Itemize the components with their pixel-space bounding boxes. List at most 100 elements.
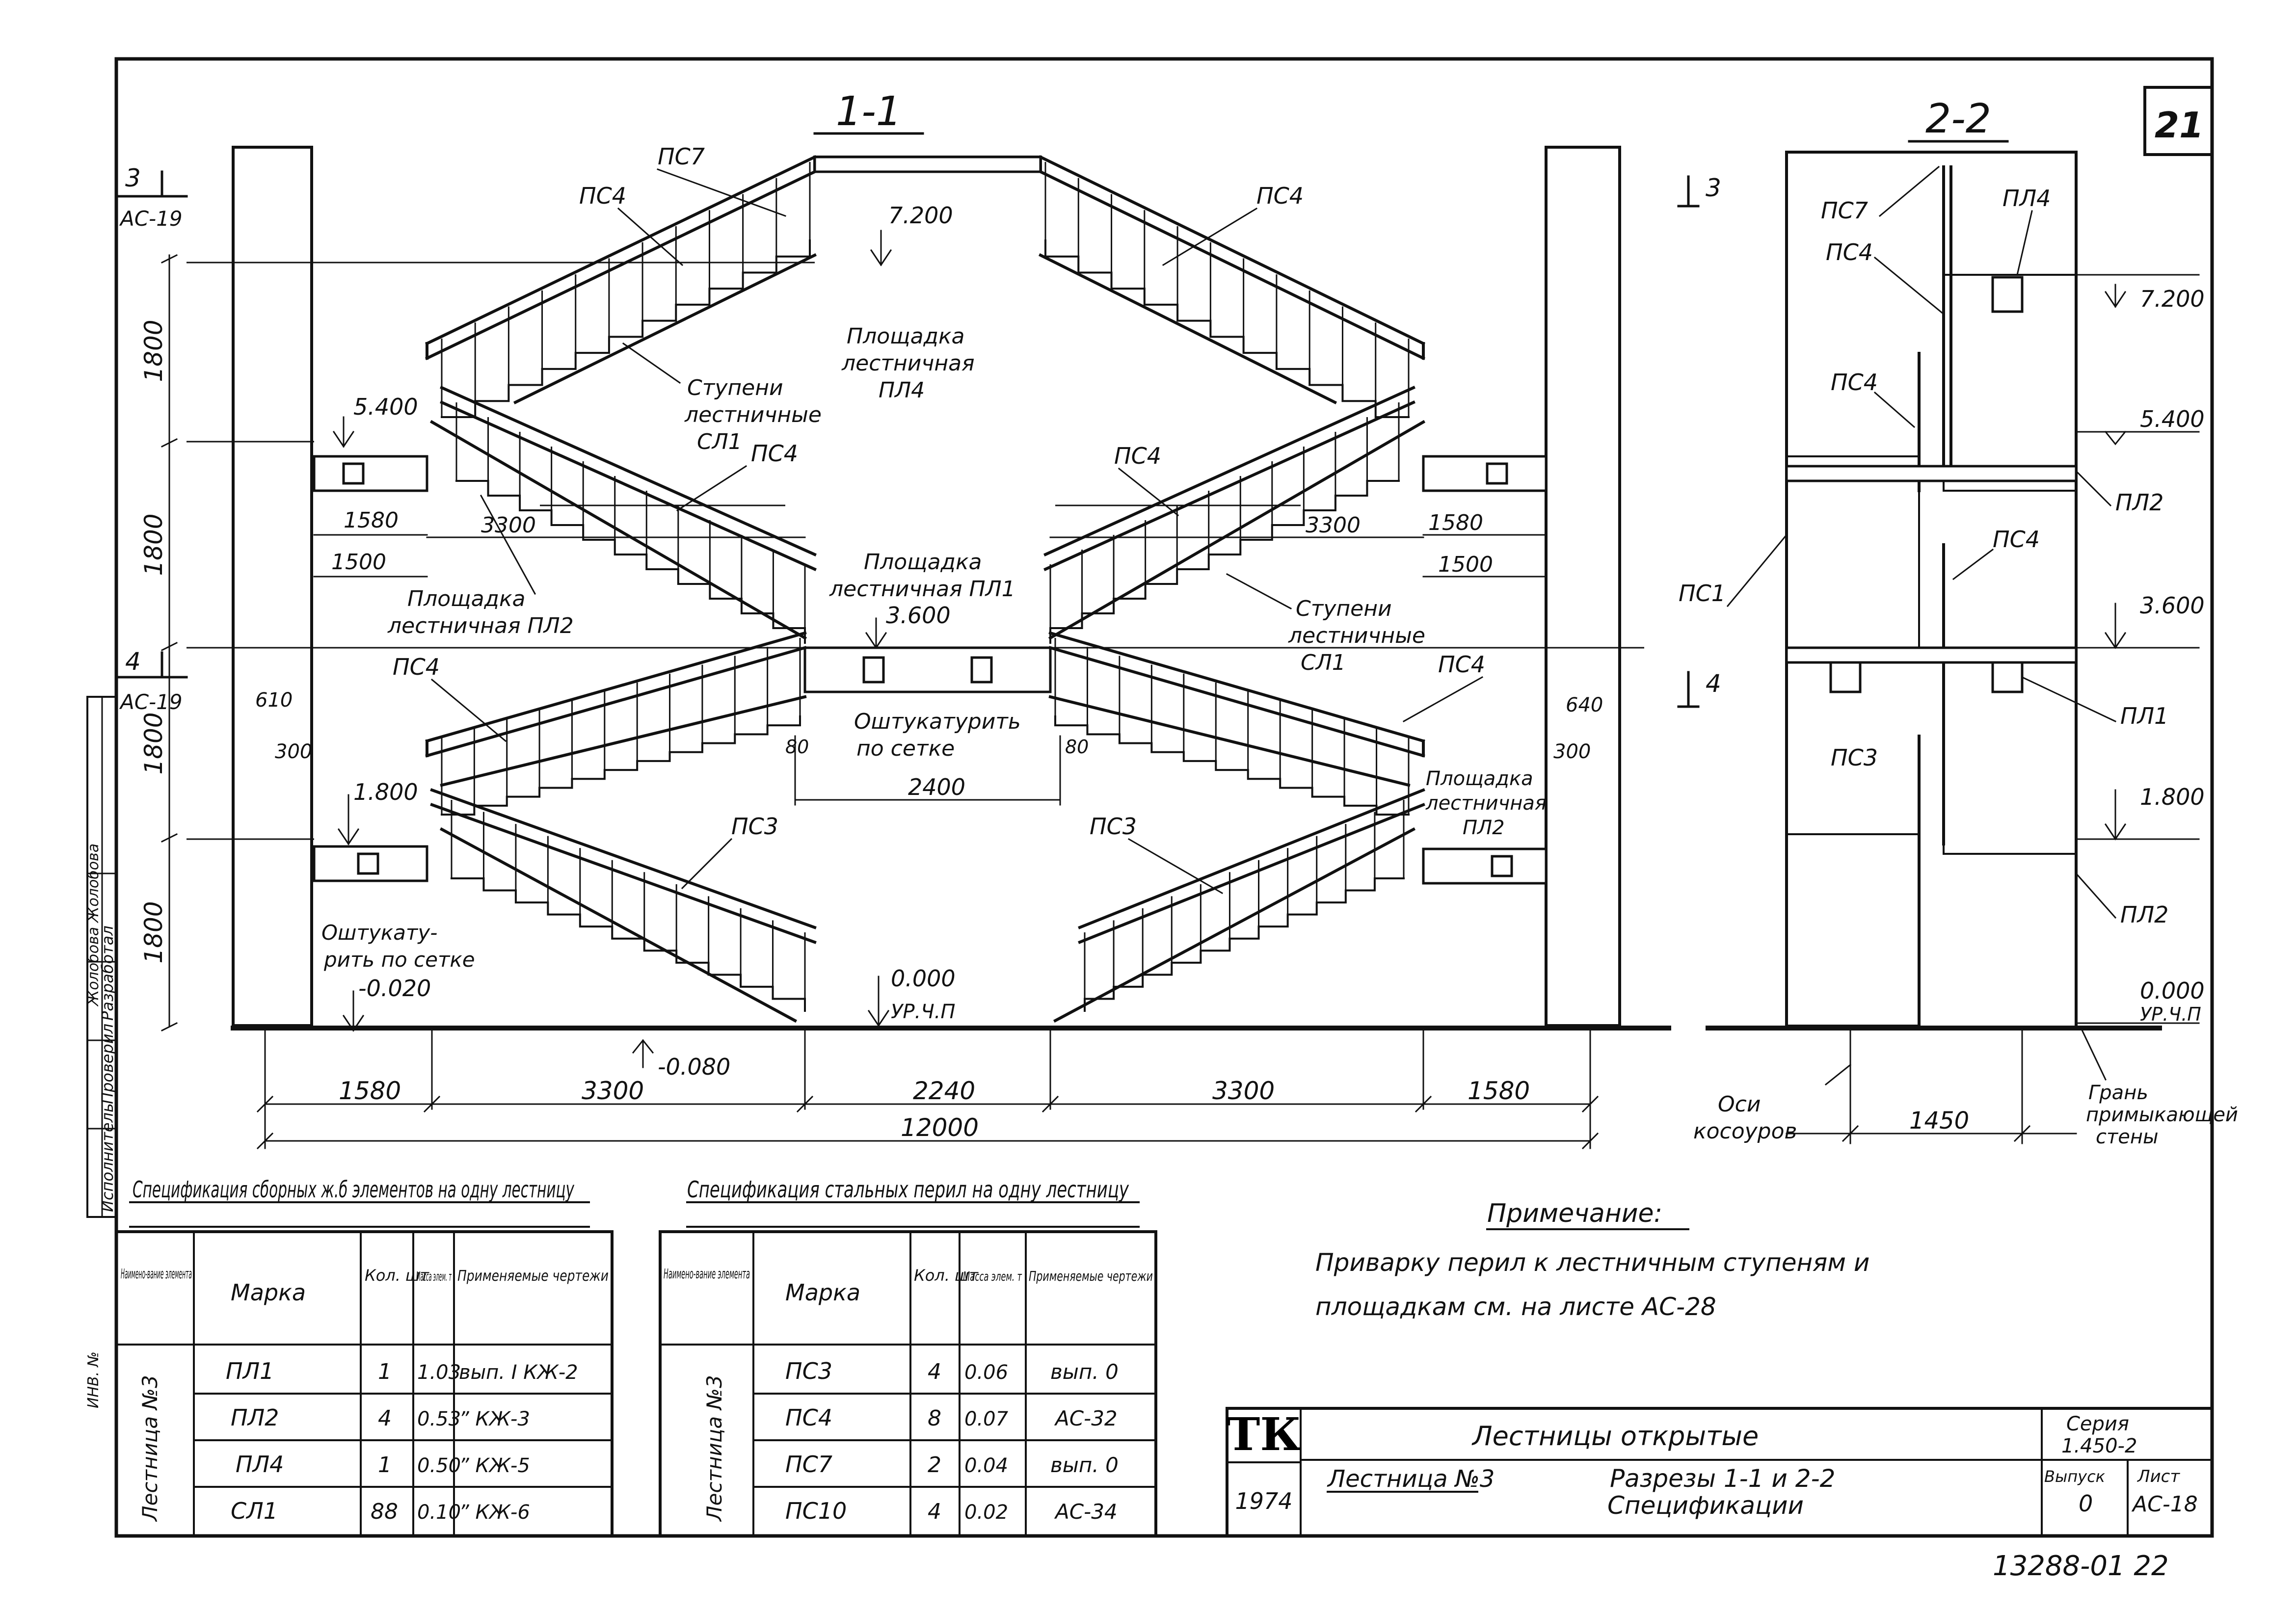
dim-3300-left: 3300 (481, 513, 536, 538)
steel-row-3-mark: ПС7 (785, 1451, 832, 1478)
s2-level-0000: 0.000 (2140, 977, 2205, 1004)
steel-col-mark: Марка (785, 1279, 860, 1306)
steel-row-2-drawing: АС-32 (1054, 1406, 1118, 1430)
steel-col-qty: Кол. шт (914, 1266, 979, 1285)
cut-4-left-ref: АС-19 (119, 690, 183, 714)
cut-3-left-ref: АС-19 (119, 207, 183, 231)
steel-row-3-qty: 2 (928, 1453, 941, 1478)
note-steps-left-1: Ступени (687, 375, 783, 400)
precast-group: Лестница №3 (138, 1375, 162, 1522)
label-ps3-left: ПС3 (731, 813, 778, 840)
steel-row-1-drawing: вып. 0 (1050, 1360, 1119, 1384)
label-ps4-a: ПС4 (579, 183, 626, 209)
note-steps-right-2: лестничные (1288, 623, 1425, 648)
precast-row-4-mass: 0.10 (417, 1501, 461, 1524)
steel-group: Лестница №3 (702, 1375, 726, 1522)
dim-3300-right: 3300 (1306, 513, 1361, 538)
bdim-1580-right: 1580 (1468, 1077, 1530, 1105)
tb-sheet-label: Лист (2136, 1467, 2180, 1486)
s2-level-5400: 5.400 (2140, 406, 2205, 432)
precast-row-2-mark: ПЛ2 (231, 1404, 279, 1431)
tb-subtitle-1: Разрезы 1-1 и 2-2 (1610, 1464, 1835, 1493)
precast-col-mark: Марка (231, 1279, 306, 1306)
note-steps-left-2: лестничные (684, 402, 822, 427)
s2-label-ps1: ПС1 (1679, 580, 1726, 607)
s2-label-pl4: ПЛ4 (2002, 185, 2051, 211)
tb-series-label: Серия (2066, 1413, 2129, 1435)
note-landing-left-2: лестничная ПЛ2 (387, 613, 574, 638)
tb-year: 1974 (1235, 1488, 1292, 1514)
steel-row-4-mark: ПС10 (785, 1498, 847, 1524)
dim-300-left: 300 (275, 740, 312, 763)
bdim-3300-left: 3300 (582, 1077, 644, 1105)
archive-number: 13288-01 22 (1993, 1550, 2169, 1582)
vdim-1: 1800 (139, 319, 168, 382)
s2-label-ps4-b: ПС4 (1831, 369, 1878, 396)
s2-wall-note-3: стены (2096, 1126, 2159, 1148)
section-1-title: 1-1 (836, 88, 902, 135)
note-steps-left-3: СЛ1 (697, 429, 742, 454)
steel-col-mass: Масса элем. т (963, 1269, 1022, 1284)
precast-row-4-drawing: ” КЖ-6 (459, 1501, 530, 1524)
bdim-1580-left: 1580 (339, 1077, 401, 1105)
s2-label-ps4-c: ПС4 (1993, 526, 2040, 553)
steel-row-3-mass: 0.04 (964, 1454, 1008, 1477)
margin-name-1: Жолобова (85, 927, 102, 1007)
vdim-2: 1800 (139, 513, 168, 576)
steel-row-2-mark: ПС4 (785, 1404, 832, 1431)
label-ps4-e: ПС4 (393, 654, 440, 680)
left-margin-stamp: Исполнитель Проверил Разработал Жолобова… (85, 696, 118, 1408)
note-steps-right-1: Ступени (1296, 596, 1392, 621)
precast-row-3-mark: ПЛ4 (236, 1451, 284, 1478)
steel-row-3-drawing: вып. 0 (1050, 1453, 1119, 1477)
note-landing-mid-1: Площадка (864, 550, 982, 575)
note-block: Примечание: Приварку перил к лестничным … (1315, 1199, 1869, 1321)
label-ps4-d: ПС4 (1114, 443, 1161, 469)
precast-row-3-drawing: ” КЖ-5 (459, 1454, 530, 1477)
tb-series: 1.450-2 (2061, 1435, 2137, 1457)
label-ps7-top: ПС7 (658, 143, 705, 170)
tb-staircase: Лестница №3 (1327, 1465, 1495, 1493)
sheet-number: 21 (2155, 105, 2204, 146)
s2-wall-note-1: Грань (2088, 1082, 2148, 1104)
cut-4-left-num: 4 (125, 647, 141, 676)
section-2-2: 2-2 (1679, 96, 2238, 1148)
tk-mark: ТК (1227, 1408, 1301, 1461)
tb-sheet: АС-18 (2131, 1492, 2198, 1517)
s2-level-1800: 1.800 (2140, 784, 2205, 810)
cut-4-right-num: 4 (1706, 669, 1721, 698)
label-ps4-c: ПС4 (751, 440, 798, 467)
dim-80-right: 80 (1065, 736, 1089, 758)
left-wall (232, 146, 313, 1027)
note-plaster-left-2: рить по сетке (323, 948, 475, 972)
precast-row-2-drawing: ” КЖ-3 (459, 1408, 530, 1430)
level-7200: 7.200 (888, 202, 953, 229)
s2-label-ps4-a: ПС4 (1826, 239, 1873, 265)
cut-3-left-num: 3 (125, 164, 141, 192)
steel-row-1-mark: ПС3 (785, 1358, 832, 1384)
precast-row-1-qty: 1 (378, 1359, 392, 1384)
cut-3-right-num: 3 (1706, 174, 1721, 202)
dim-300-right: 300 (1553, 740, 1591, 763)
precast-row-3-qty: 1 (378, 1453, 392, 1478)
tb-subtitle-2: Спецификации (1607, 1491, 1804, 1520)
precast-row-4-mark: СЛ1 (231, 1498, 278, 1524)
margin-name-2: Жолобова (85, 844, 102, 924)
label-ps3-right: ПС3 (1090, 813, 1137, 840)
s2-level-7200: 7.200 (2140, 286, 2205, 312)
s2-label-pl1: ПЛ1 (2120, 703, 2168, 729)
section-1-1: 1-1 (116, 88, 1721, 1150)
note-landing-right-1: Площадка (1426, 767, 1533, 790)
precast-row-1-mass: 1.03 (417, 1361, 461, 1384)
title-block: ТК 1974 Лестницы открытые Лестница №3 Ра… (1226, 1407, 2214, 1537)
steel-table-title: Спецификация стальных перил на одну лест… (687, 1176, 1129, 1203)
steel-row-2-mass: 0.07 (964, 1408, 1009, 1430)
steel-row-1-mass: 0.06 (964, 1361, 1008, 1384)
sheet-border (114, 57, 2214, 1538)
note-title: Примечание: (1487, 1199, 1662, 1228)
bdim-2240: 2240 (913, 1077, 975, 1105)
vdim-4: 1800 (139, 901, 168, 963)
steel-row-4-mass: 0.02 (964, 1501, 1008, 1524)
s2-label-pl2-top: ПЛ2 (2115, 489, 2163, 516)
